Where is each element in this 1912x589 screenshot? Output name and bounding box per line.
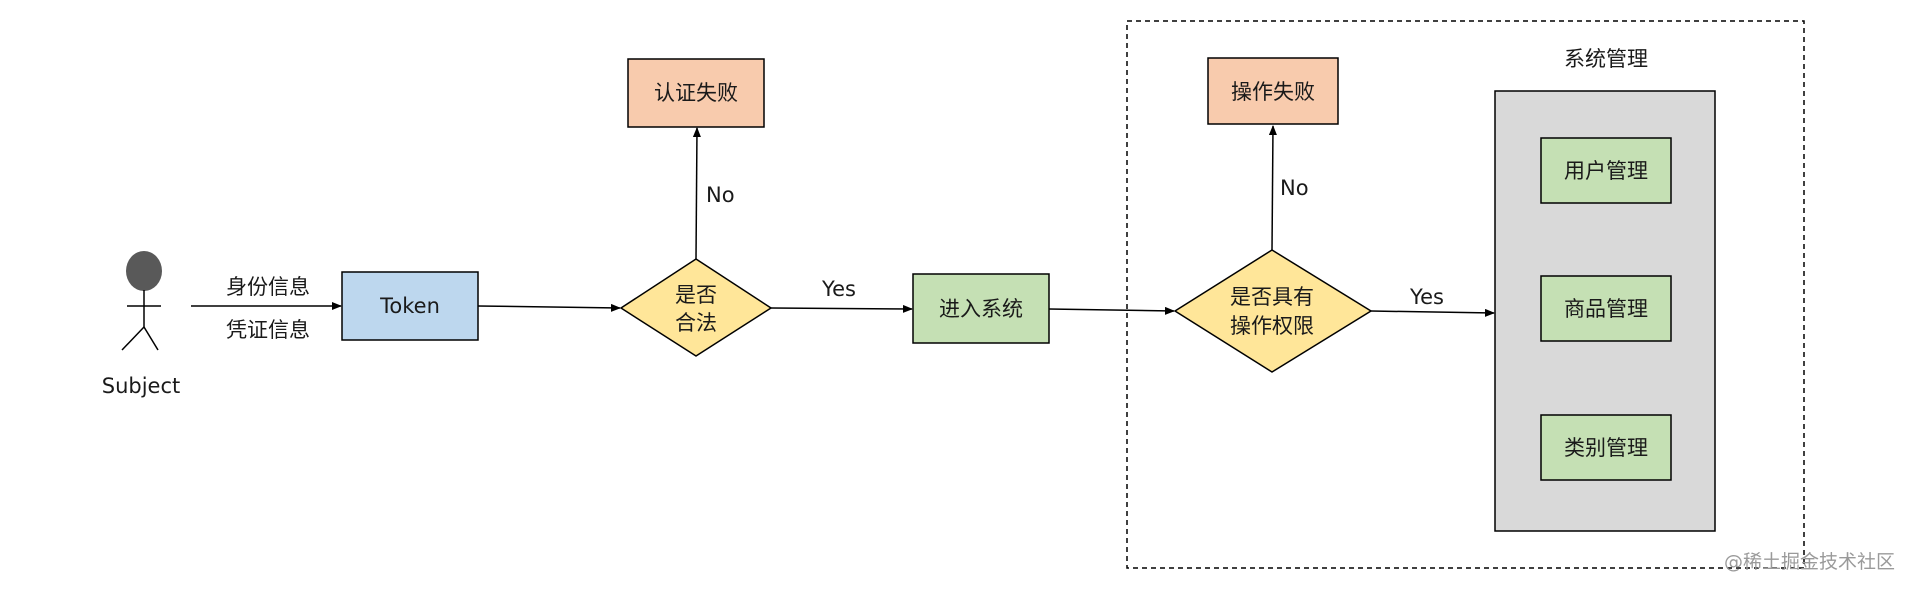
module-box-products	[1540, 275, 1672, 342]
edge-label-credential: 凭证信息	[226, 318, 310, 342]
auth-check-line2: 合法	[675, 311, 717, 335]
perm-check-diamond	[1173, 249, 1373, 373]
module-label-categories: 类别管理	[1564, 436, 1648, 460]
module-label-users: 用户管理	[1564, 159, 1648, 183]
subject-label: Subject	[102, 374, 181, 398]
auth-check-line1: 是否	[675, 283, 717, 307]
subject-actor-icon	[121, 251, 162, 351]
perm-check-line2: 操作权限	[1230, 314, 1314, 338]
edge-label-auth-yes: Yes	[821, 277, 856, 301]
edge-label-perm-yes: Yes	[1409, 285, 1444, 309]
edge-label-identity: 身份信息	[226, 275, 310, 299]
op-fail-box	[1207, 57, 1339, 125]
token-label: Token	[379, 294, 440, 318]
token-box	[341, 271, 479, 341]
auth-fail-label: 认证失败	[654, 81, 738, 105]
module-box-categories	[1540, 414, 1672, 481]
edge-label-auth-no: No	[706, 183, 735, 207]
module-box-users	[1540, 137, 1672, 204]
module-label-products: 商品管理	[1564, 297, 1648, 321]
op-fail-label: 操作失败	[1231, 80, 1315, 104]
edge-perm-fail	[1268, 125, 1277, 251]
perm-check-line1: 是否具有	[1230, 285, 1314, 309]
auth-fail-box	[627, 58, 765, 128]
enter-system-label: 进入系统	[939, 297, 1023, 321]
enter-system-box	[912, 273, 1050, 344]
edge-auth-fail	[692, 127, 701, 260]
watermark: @稀土掘金技术社区	[1724, 551, 1895, 573]
edge-token-auth	[477, 303, 621, 312]
edge-auth-enter	[770, 304, 913, 313]
system-group-title: 系统管理	[1564, 47, 1648, 71]
edge-enter-perm	[1048, 306, 1175, 315]
edge-perm-system	[1370, 308, 1495, 317]
auth-check-diamond	[619, 258, 773, 357]
edge-label-perm-no: No	[1280, 176, 1309, 200]
